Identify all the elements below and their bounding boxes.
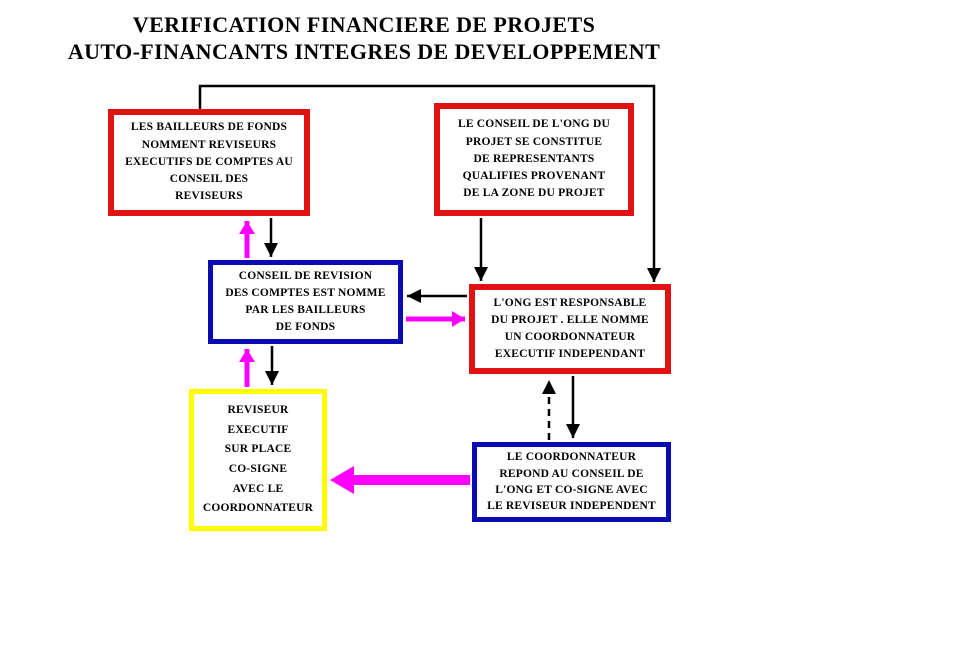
box-ong-responsable: L'ONG EST RESPONSABLE DU PROJET . ELLE N… [469,284,671,374]
box-conseil-revision: CONSEIL DE REVISION DES COMPTES EST NOMM… [208,260,403,344]
box-conseil-revision-text: CONSEIL DE REVISION DES COMPTES EST NOMM… [225,269,386,334]
box-conseil-ong: LE CONSEIL DE L'ONG DU PROJET SE CONSTIT… [434,103,634,216]
box-reviseur-executif-text: REVISEUR EXECUTIF SUR PLACE CO-SIGNE AVE… [202,404,314,515]
box-bailleurs-text: LES BAILLEURS DE FONDS NOMMENT REVISEURS… [125,121,293,203]
box-coordonnateur: LE COORDONNATEUR REPOND AU CONSEIL DE L'… [472,442,671,522]
box-bailleurs-de-fonds: LES BAILLEURS DE FONDS NOMMENT REVISEURS… [108,109,310,216]
page-title-line1: VERIFICATION FINANCIERE DE PROJETS [132,12,596,37]
arrow-coordonnateur-to-reviseur [330,466,470,494]
box-conseil-ong-text: LE CONSEIL DE L'ONG DU PROJET SE CONSTIT… [457,118,611,200]
box-ong-responsable-text: L'ONG EST RESPONSABLE DU PROJET . ELLE N… [491,296,649,361]
box-coordonnateur-text: LE COORDONNATEUR REPOND AU CONSEIL DE L'… [487,451,656,513]
page-title-line2: AUTO-FINANCANTS INTEGRES DE DEVELOPPEMEN… [67,38,661,64]
page-title: VERIFICATION FINANCIERE DE PROJETS AUTO-… [0,12,728,66]
box-reviseur-executif: REVISEUR EXECUTIF SUR PLACE CO-SIGNE AVE… [189,389,327,531]
